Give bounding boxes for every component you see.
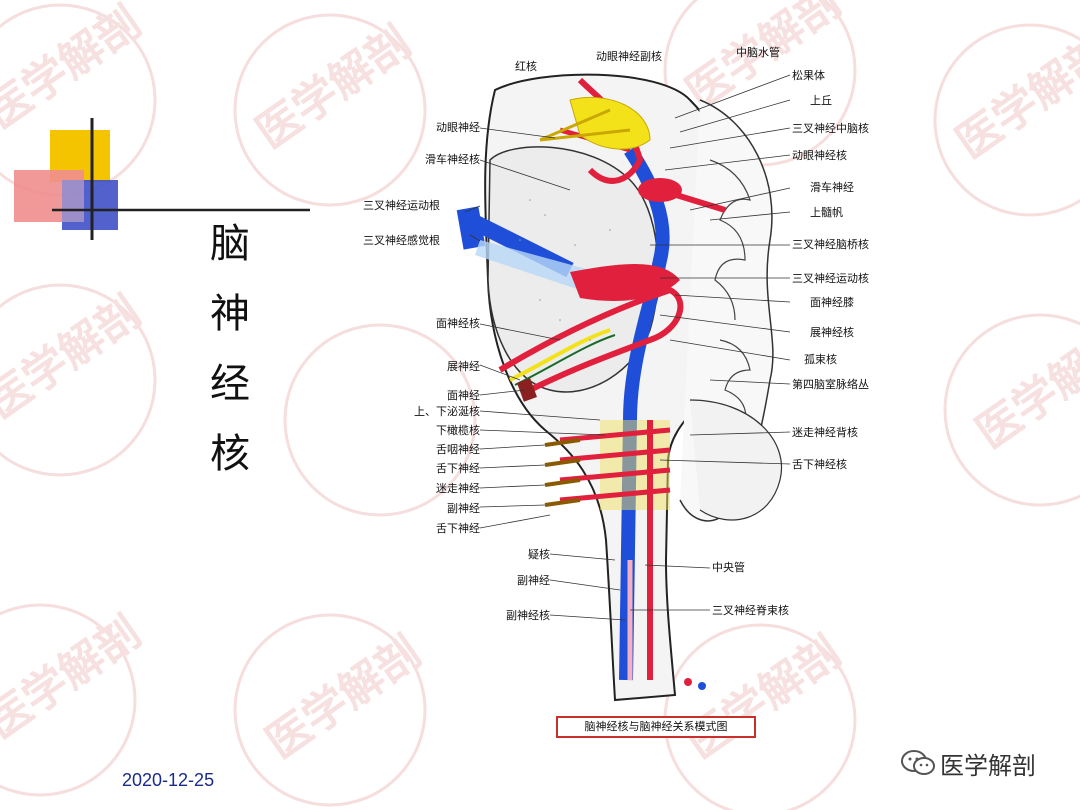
corner-decoration [14,118,310,240]
label-hypoglossal-nucleus: 舌下神经核 [792,458,847,471]
label-facial-genu: 面神经膝 [810,296,854,309]
wechat-icon [901,750,935,775]
label-oculomotor-nerve: 动眼神经 [436,121,480,134]
label-dorsal-vagal-nucleus: 迷走神经背核 [792,426,858,439]
slide-date: 2020-12-25 [122,770,215,790]
anatomy-figure: 红核 动眼神经副核 中脑水管 动眼神经 滑车神经核 三叉神经运动根 三叉神经感觉… [330,40,910,740]
label-accessory-oculomotor-nucleus: 动眼神经副核 [596,50,662,63]
label-fourth-ventricle-choroid-plexus: 第四脑室脉络丛 [792,378,869,391]
label-cerebral-aqueduct: 中脑水管 [736,46,780,59]
label-oculomotor-nucleus: 动眼神经核 [792,149,847,162]
label-trochlear-nerve: 滑车神经 [810,181,854,194]
label-trigeminal-motor-nucleus: 三叉神经运动核 [792,272,869,285]
page-title: 脑神经核 [203,222,249,502]
figure-caption: 脑神经核与脑神经关系模式图 [556,716,756,738]
label-trigeminal-mesencephalic-nucleus: 三叉神经中脑核 [792,122,869,135]
watermark-text: 医学解剖 [0,606,150,749]
label-facial-nucleus: 面神经核 [436,317,480,330]
label-trochlear-nucleus: 滑车神经核 [425,153,480,166]
label-solitary-nucleus: 孤束核 [804,353,837,366]
label-glossopharyngeal-nerve: 舌咽神经 [436,443,480,456]
wechat-attribution: 医学解剖 [900,746,1036,780]
label-salivatory-nuclei: 上、下泌涎核 [414,405,480,418]
label-accessory-nerve-lower: 副神经 [517,574,550,587]
label-facial-nerve: 面神经 [447,389,480,402]
label-hypoglossal-nerve-upper: 舌下神经 [436,462,480,475]
label-trigeminal-pontine-nucleus: 三叉神经脑桥核 [792,238,869,251]
label-hypoglossal-nerve-lower: 舌下神经 [436,522,480,535]
label-abducens-nerve: 展神经 [447,360,480,373]
label-inferior-olivary-nucleus: 下橄榄核 [436,424,480,437]
label-vagus-nerve: 迷走神经 [436,482,480,495]
label-nucleus-ambiguus: 疑核 [528,548,550,561]
label-spinal-trigeminal-nucleus: 三叉神经脊束核 [712,604,789,617]
label-trigeminal-sensory-root: 三叉神经感觉根 [363,234,440,247]
label-accessory-nerve-upper: 副神经 [447,502,480,515]
watermark-text: 医学解剖 [967,316,1080,459]
label-central-canal: 中央管 [712,561,745,574]
wechat-account-name: 医学解剖 [940,751,1036,780]
label-superior-colliculus: 上丘 [810,94,832,107]
label-red-nucleus: 红核 [515,60,537,73]
label-pineal-body: 松果体 [792,69,825,82]
label-abducens-nucleus: 展神经核 [810,326,854,339]
brainstem-diagram [456,73,791,702]
label-accessory-nucleus: 副神经核 [506,609,550,622]
label-trigeminal-motor-root: 三叉神经运动根 [363,199,440,212]
label-superior-medullary-velum: 上髓帆 [810,206,843,219]
watermark-text: 医学解剖 [0,286,150,429]
